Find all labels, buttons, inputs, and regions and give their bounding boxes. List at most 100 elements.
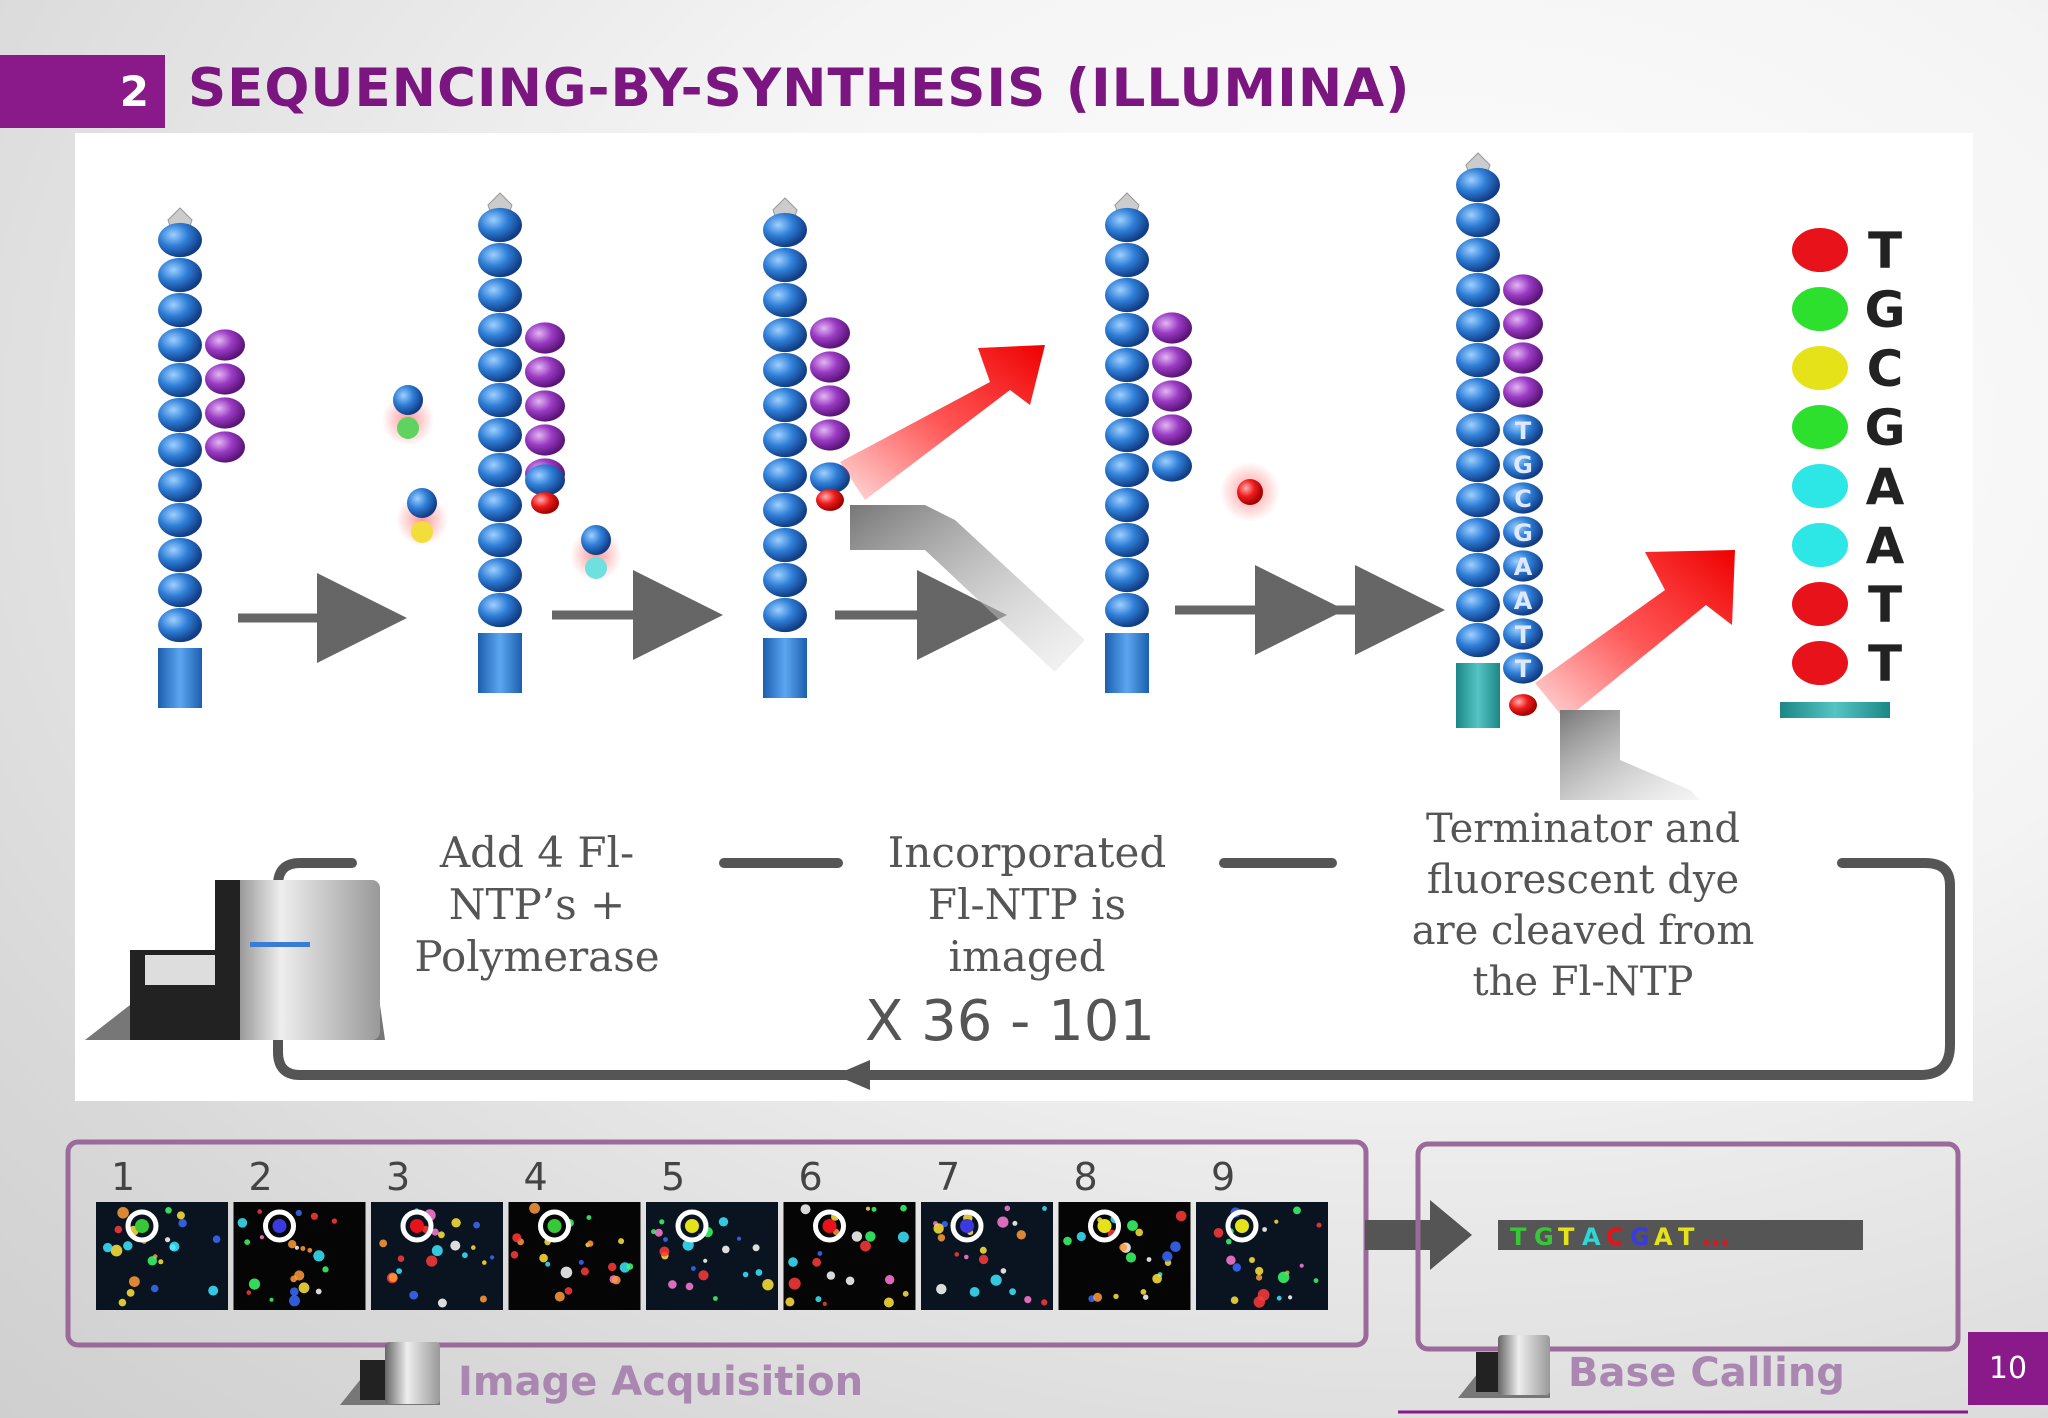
cluster-spot [1012, 1220, 1018, 1226]
cluster-spot [1041, 1299, 1048, 1306]
nucleotide-bead [763, 387, 807, 423]
tracked-cluster-ring [1225, 1209, 1259, 1243]
cluster-spot [450, 1240, 461, 1251]
step-label-line: Fl-NTP is [928, 880, 1126, 929]
page-number: 10 [1968, 1332, 2048, 1405]
nucleotide-bead [1503, 376, 1543, 408]
cluster-spot [300, 1246, 306, 1251]
cluster-spot [1175, 1210, 1187, 1222]
nucleotide-bead [1503, 618, 1543, 650]
cluster-spot [331, 1218, 338, 1224]
cluster-spot [851, 1231, 863, 1242]
nucleotide-bead [158, 257, 202, 293]
tracked-cluster-spot [960, 1219, 974, 1233]
nucleotide-bead [158, 362, 202, 398]
cluster-spot [244, 1239, 251, 1245]
tracked-cluster-ring [1088, 1209, 1121, 1243]
cluster-spot [123, 1241, 133, 1251]
cluster-spot [169, 1241, 180, 1252]
cluster-spot [978, 1254, 989, 1265]
legend-base: A [1866, 458, 1905, 516]
cluster-spot [1135, 1228, 1143, 1237]
nucleotide-bead [1456, 552, 1500, 588]
cluster-spot [396, 1268, 402, 1274]
cluster-spot [1226, 1255, 1236, 1265]
sequencer-icon [85, 880, 385, 1040]
cluster-spot [310, 1212, 318, 1220]
cluster-spot [1125, 1252, 1137, 1263]
cluster-spot [176, 1211, 185, 1220]
nucleotide-bead [1105, 522, 1149, 558]
nucleotide-bead [810, 317, 850, 349]
legend-base: T [1868, 635, 1902, 693]
cluster-spot [883, 1297, 894, 1308]
cluster-spot [126, 1289, 135, 1297]
cluster-spot [698, 1270, 709, 1281]
cluster-spot [490, 1255, 495, 1260]
nucleotide-bead [1503, 448, 1543, 480]
tracked-cluster-spot [135, 1219, 149, 1233]
cluster-spot [1000, 1268, 1007, 1274]
called-base: T [1558, 1223, 1575, 1251]
nucleotide-bead [525, 464, 565, 496]
legend-dot [1792, 641, 1848, 685]
nucleotide-bead [478, 277, 522, 313]
strand-base-letter: C [1514, 485, 1532, 513]
tracked-cluster-ring [263, 1209, 296, 1243]
cluster-spot [608, 1262, 617, 1272]
cluster-spot [1213, 1228, 1224, 1238]
nucleotide-bead [763, 317, 807, 353]
cluster-spot [1232, 1263, 1242, 1272]
cluster-spot [1024, 1296, 1032, 1304]
cluster-spot [1127, 1220, 1138, 1231]
nucleotide-bead [763, 422, 807, 458]
legend-base: C [1867, 340, 1904, 398]
cluster-spot [1288, 1295, 1293, 1300]
frame-number: 2 [249, 1155, 273, 1199]
nucleotide-bead [525, 356, 565, 388]
nucleotide-bead [478, 382, 522, 418]
cluster-spot [294, 1245, 299, 1250]
cluster-spot [722, 1245, 730, 1254]
nucleotide-bead [816, 489, 844, 511]
nucleotide-bead [1503, 550, 1543, 582]
nucleotide-bead [478, 557, 522, 593]
cycle-loop [273, 858, 1955, 1080]
cluster-spot [703, 1258, 708, 1263]
slide-title: SEQUENCING-BY-SYNTHESIS (ILLUMINA) [188, 58, 1411, 119]
nucleotide-bead [1456, 517, 1500, 553]
nucleotide-bead [478, 347, 522, 383]
cluster-spot [1076, 1231, 1086, 1242]
cluster-spot [1143, 1294, 1149, 1300]
tracked-cluster-spot [1235, 1219, 1249, 1233]
nucleotide-bead [1503, 516, 1543, 548]
cluster-spot [1093, 1292, 1103, 1302]
nucleotide-bead [1509, 694, 1537, 716]
nucleotide-bead [205, 397, 245, 429]
cluster-spot [313, 1250, 325, 1262]
tracked-cluster-spot [547, 1219, 562, 1233]
nucleotide-bead [525, 424, 565, 456]
cluster-spot [529, 1202, 540, 1214]
nucleotide-bead [158, 467, 202, 503]
nucleotide-bead [763, 597, 807, 633]
frame-number: 4 [524, 1155, 548, 1199]
flowcell-anchor [478, 633, 522, 693]
cluster-spot [979, 1246, 987, 1254]
nucleotide-bead [763, 527, 807, 563]
cluster-spot [580, 1267, 589, 1276]
cluster-spot [788, 1257, 798, 1267]
cluster-spot [969, 1287, 980, 1297]
tracked-cluster-spot [410, 1219, 424, 1233]
strand-base-letter: G [1513, 519, 1533, 547]
cluster-spot [110, 1244, 123, 1257]
cluster-spot [431, 1228, 439, 1236]
nucleotide-bead [1152, 346, 1192, 378]
cluster-spot [800, 1204, 811, 1215]
cluster-spot [1313, 1278, 1319, 1283]
cluster-spot [845, 1276, 855, 1286]
nucleotide-bead [1105, 242, 1149, 278]
nucleotide-bead [1503, 414, 1543, 446]
nucleotide-bead [205, 363, 245, 395]
